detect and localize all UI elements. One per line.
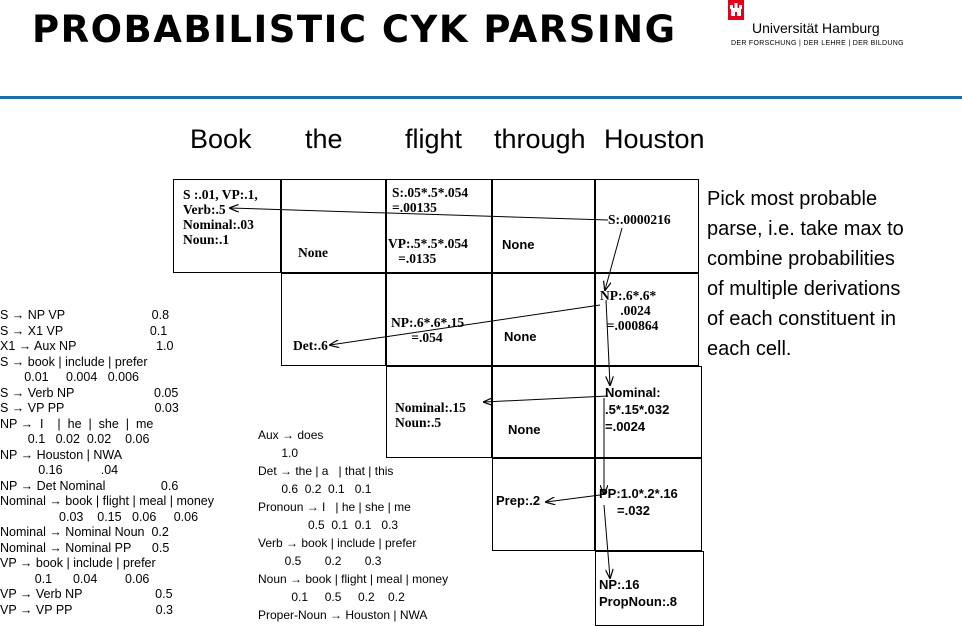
cell-1-4-text: NP:.6*.6* .0024 =.000864 [600,288,659,333]
cell-0-1-text: None [298,245,328,260]
word-through: through [494,124,586,154]
cell-0-4-text: S:.0000216 [608,212,671,227]
word-flight: flight [405,124,463,154]
university-name: Universität Hamburg [752,20,880,36]
arrow-pp-to-prep [546,494,601,502]
cell-4-4-text: NP:.16 PropNoun:.8 [599,577,677,609]
grammar-rules-left: S → NP VP 0.8 S → X1 VP 0.1 X1 → Aux NP … [0,308,214,617]
cell-0-1 [281,179,386,273]
cell-0-2-text-s: S:.05*.5*.054 =.00135 [392,185,469,215]
cell-0-3-text: None [502,237,535,252]
cell-1-3-text: None [504,329,537,344]
word-houston: Houston [604,124,705,154]
cell-1-2 [386,273,492,366]
cell-0-0-text: S :.01, VP:.1, Verb:.5 Nominal:.03 Noun:… [183,187,258,247]
cell-2-2-text: Nominal:.15 Noun:.5 [395,400,466,430]
arrow-s-to-verb [230,208,609,221]
cell-0-0 [173,179,281,273]
word-the: the [305,124,343,154]
arrow-np-to-nominal [605,299,610,385]
cell-0-4 [595,179,699,273]
cell-3-4 [595,458,702,551]
castle-icon [730,3,742,16]
page-title: PROBABILISTIC CYK PARSING [32,8,677,51]
cell-1-1 [281,273,386,366]
cell-2-3-text: None [508,422,541,437]
cell-3-3 [492,458,595,551]
cell-1-2-text: NP:.6*.6*.15 =.054 [391,315,465,345]
cell-0-3 [492,179,595,273]
grammar-rules-right: Aux → does 1.0 Det → the | a | that | th… [258,428,449,622]
cell-2-4-text: Nominal: .5*.15*.032 =.0024 [605,385,670,434]
explanation-note: Pick most probable parse, i.e. take max … [707,188,904,360]
cell-3-3-text: Prep:.2 [496,493,541,508]
arrow-pp-to-np [603,504,610,578]
university-logo [728,0,744,20]
cell-2-2 [386,366,492,458]
cell-1-1-text: Det:.6 [293,338,328,353]
header-divider [0,96,962,99]
arrow-nominal-to-nominal [484,395,609,402]
cell-2-4 [595,366,702,458]
arrow-np-to-det [330,304,601,345]
cell-3-4-text: PP:1.0*.2*.16 =.032 [599,486,678,518]
university-tagline: DER FORSCHUNG | DER LEHRE | DER BILDUNG [731,40,904,47]
cell-0-2-text-vp: VP:.5*.5*.054 =.0135 [388,236,468,266]
cell-1-3 [492,273,595,366]
cell-1-4 [595,273,699,366]
cell-0-2 [386,179,492,273]
cell-2-3 [492,366,595,458]
word-book: Book [190,124,252,154]
arrow-s-to-np [605,227,623,290]
